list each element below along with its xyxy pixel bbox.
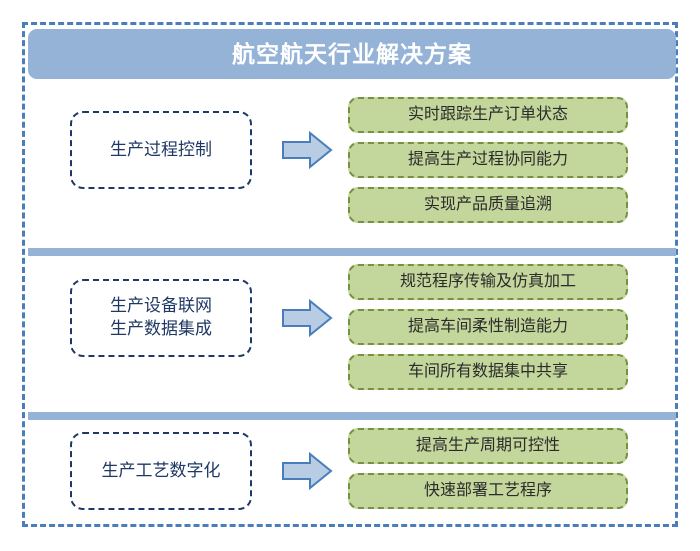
benefit-item[interactable]: 提高生产周期可控性: [348, 428, 628, 464]
section-divider-2: [28, 412, 676, 420]
benefits-list-3: 提高生产周期可控性 快速部署工艺程序: [348, 428, 628, 509]
benefit-item[interactable]: 快速部署工艺程序: [348, 473, 628, 509]
benefit-item[interactable]: 提高车间柔性制造能力: [348, 309, 628, 345]
category-box-production-process-control[interactable]: 生产过程控制: [70, 111, 252, 189]
benefit-item[interactable]: 提高生产过程协同能力: [348, 142, 628, 178]
benefits-list-2: 规范程序传输及仿真加工 提高车间柔性制造能力 车间所有数据集中共享: [348, 264, 628, 390]
benefit-label: 提高车间柔性制造能力: [407, 318, 568, 335]
benefit-item[interactable]: 实时跟踪生产订单状态: [348, 97, 628, 133]
category-label: 生产工艺数字化: [101, 460, 221, 480]
section-production-process-control: 生产过程控制 实时跟踪生产订单状态 提高生产过程协同能力 实现产品质量追溯: [28, 89, 676, 245]
right-arrow-icon: [281, 298, 333, 338]
category-box-equipment-networking[interactable]: 生产设备联网 生产数据集成: [70, 279, 252, 357]
benefit-label: 提高生产周期可控性: [415, 437, 560, 454]
right-arrow-icon: [281, 130, 333, 170]
benefit-label: 提高生产过程协同能力: [407, 151, 568, 168]
right-arrow-icon: [281, 451, 333, 491]
benefit-item[interactable]: 实现产品质量追溯: [348, 187, 628, 223]
section-process-digitalization: 生产工艺数字化 提高生产周期可控性 快速部署工艺程序: [28, 420, 676, 527]
benefit-label: 快速部署工艺程序: [423, 482, 552, 499]
benefit-label: 规范程序传输及仿真加工: [399, 273, 576, 290]
section-divider-1: [28, 248, 676, 256]
category-label: 生产过程控制: [110, 139, 212, 159]
benefit-label: 车间所有数据集中共享: [407, 363, 568, 380]
page-title: 航空航天行业解决方案: [232, 40, 472, 67]
category-box-process-digitalization[interactable]: 生产工艺数字化: [70, 432, 252, 510]
title-banner: 航空航天行业解决方案: [28, 29, 676, 79]
outer-dashed-frame: [22, 22, 678, 527]
benefit-item[interactable]: 规范程序传输及仿真加工: [348, 264, 628, 300]
benefit-item[interactable]: 车间所有数据集中共享: [348, 354, 628, 390]
category-label: 生产设备联网 生产数据集成: [110, 296, 212, 338]
benefit-label: 实时跟踪生产订单状态: [407, 106, 568, 123]
benefit-label: 实现产品质量追溯: [423, 196, 552, 213]
benefits-list-1: 实时跟踪生产订单状态 提高生产过程协同能力 实现产品质量追溯: [348, 97, 628, 223]
section-equipment-networking-data-integration: 生产设备联网 生产数据集成 规范程序传输及仿真加工 提高车间柔性制造能力 车间所…: [28, 256, 676, 409]
